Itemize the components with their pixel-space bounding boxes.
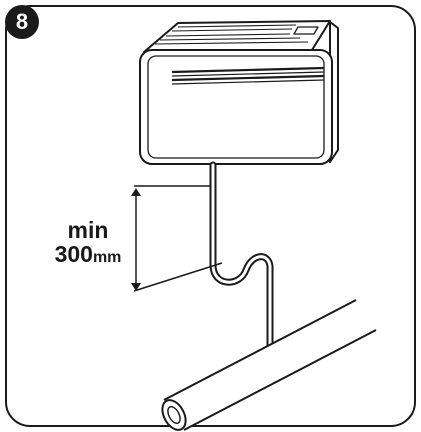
min-text: min bbox=[67, 217, 109, 243]
drain-pipe-icon bbox=[161, 299, 377, 431]
condensate-pipe-icon bbox=[209, 161, 274, 358]
dimension-unit: mm bbox=[92, 249, 122, 267]
dimension-value-line: 300mm bbox=[42, 242, 134, 267]
front-louvre-icon bbox=[171, 66, 325, 85]
top-grille-icon bbox=[154, 24, 309, 45]
step-number-badge: 8 bbox=[5, 5, 39, 39]
frame-border bbox=[5, 5, 416, 427]
dimension-value: 300 bbox=[54, 241, 93, 268]
dimension-lines bbox=[131, 185, 223, 292]
minimum-height-label: min 300mm bbox=[42, 218, 134, 267]
